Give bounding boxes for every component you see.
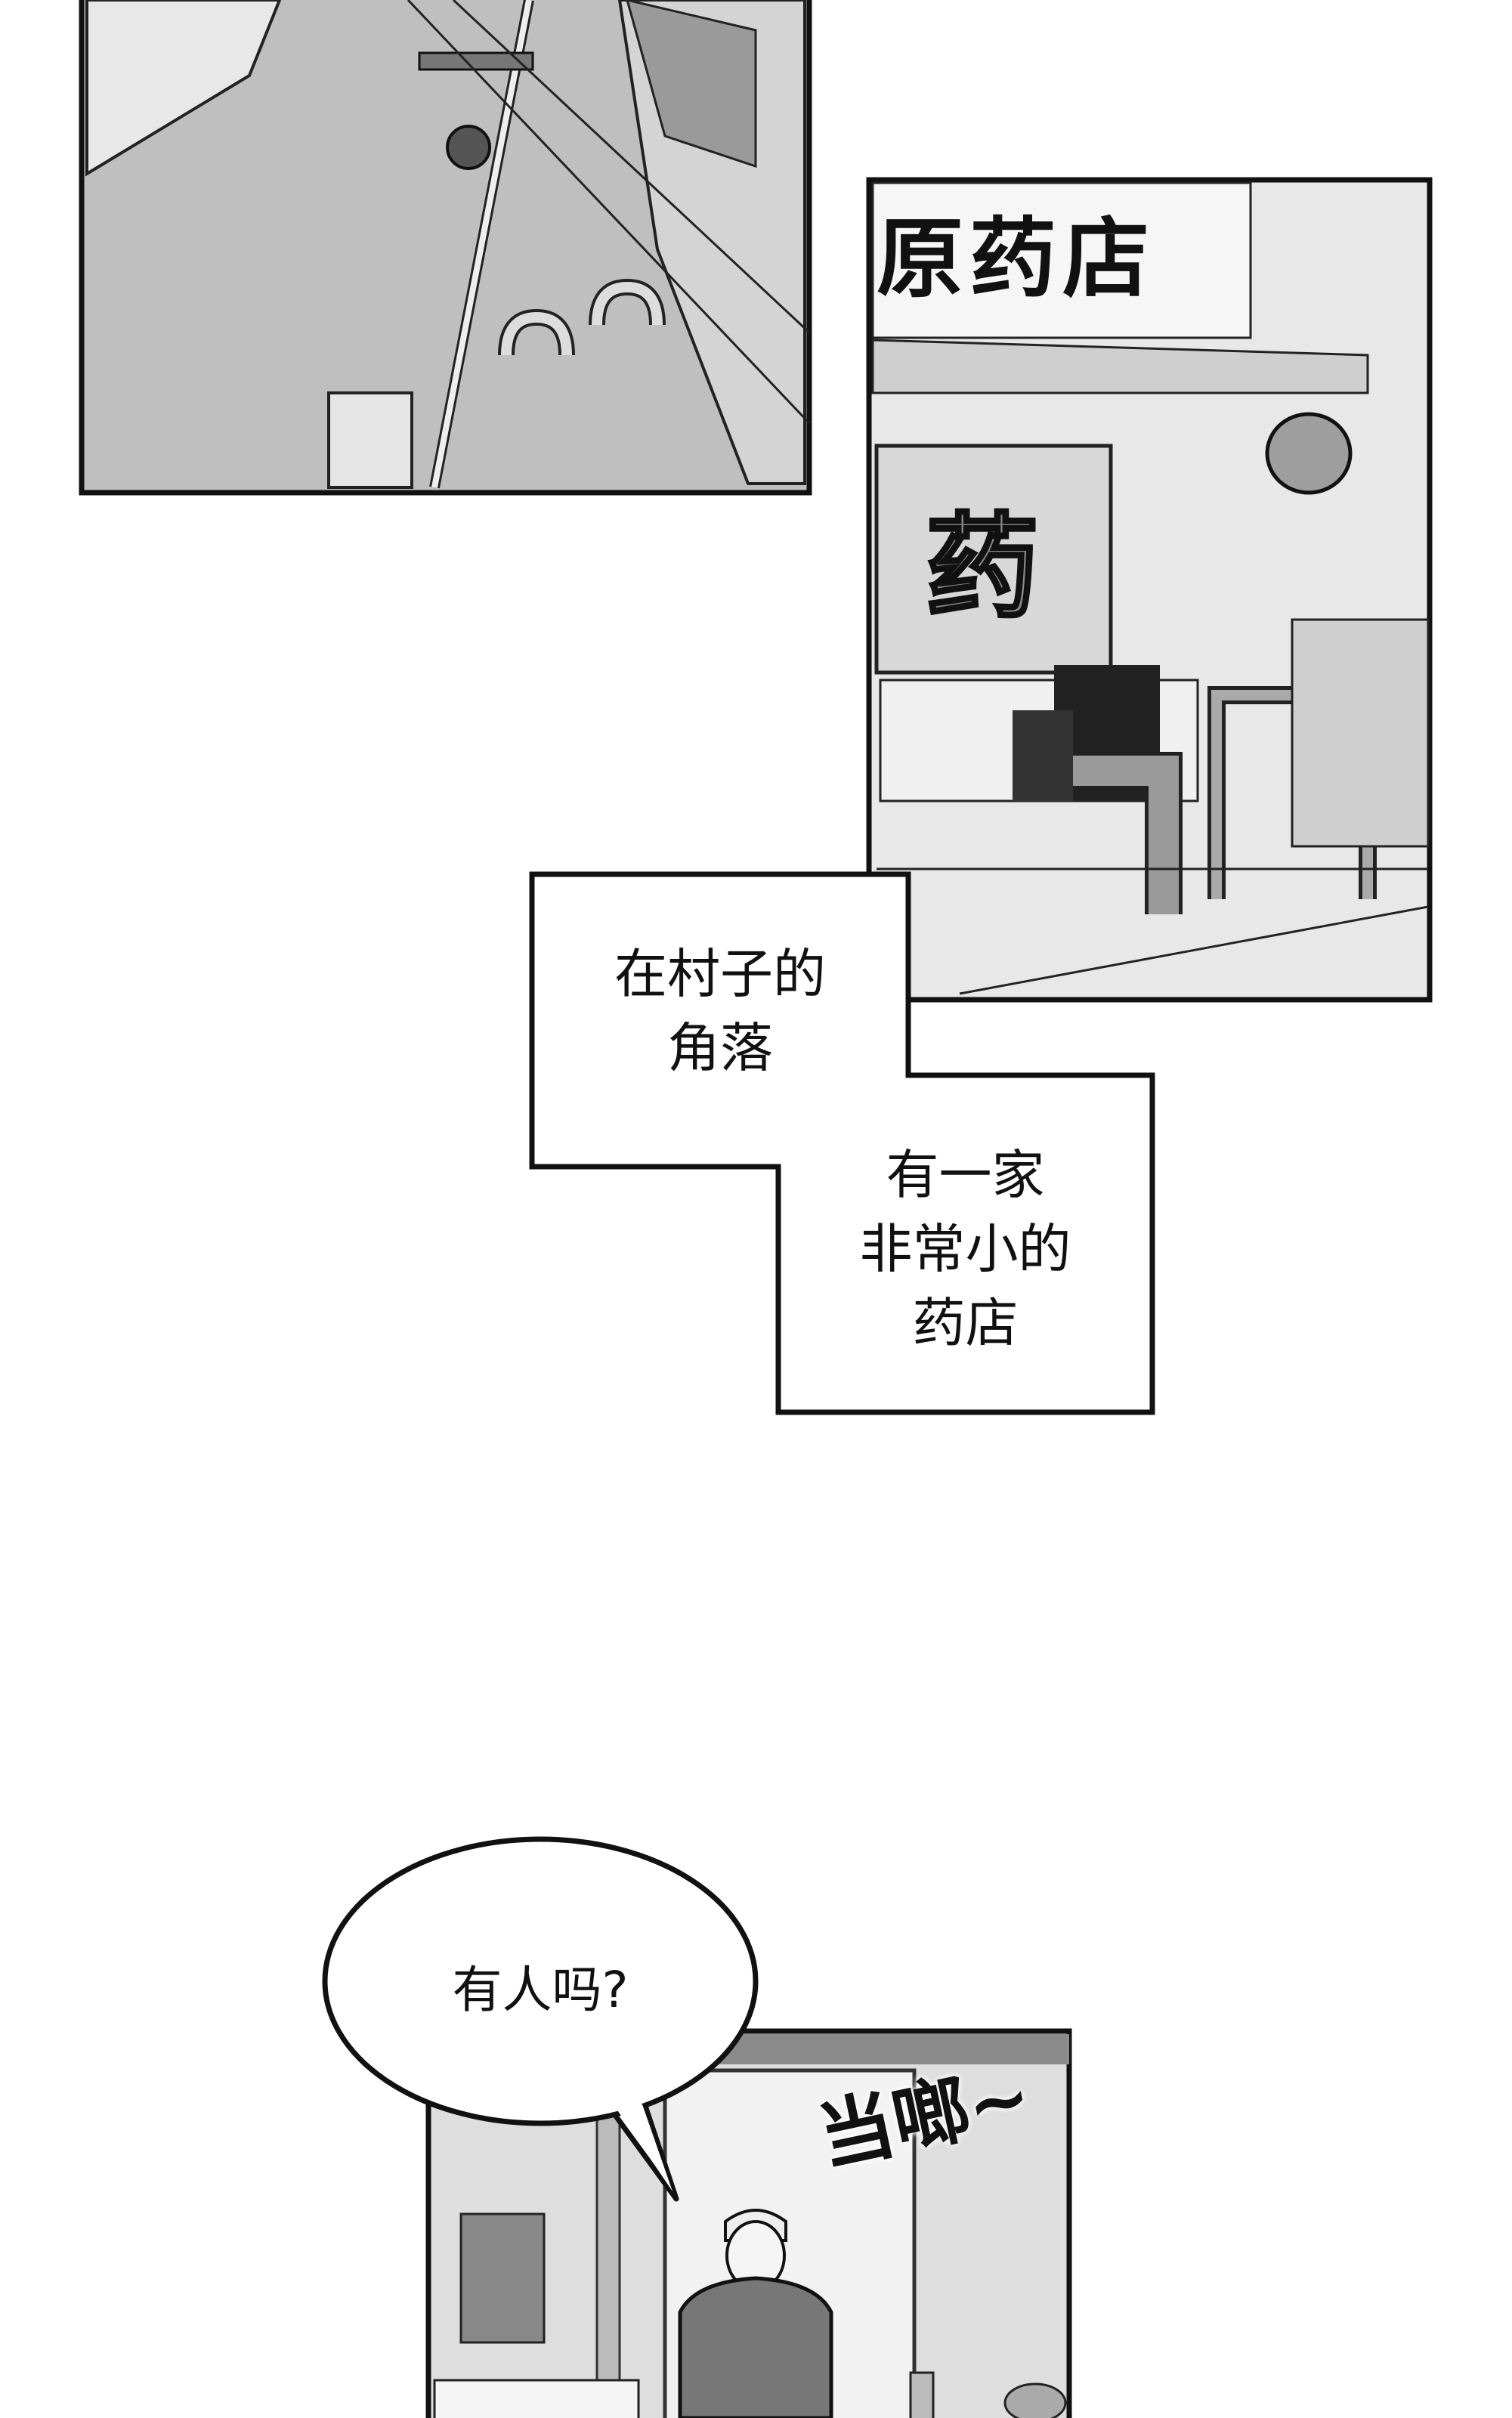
speech-bubble [322, 1836, 759, 2202]
caption-text-2: 有一家 非常小的 药店 [778, 1138, 1152, 1360]
panel-street-overhead [79, 0, 812, 496]
caption-2-line-1: 有一家 [886, 1144, 1045, 1206]
pharmacy-window-text: 药 [924, 501, 1040, 635]
caption-1-line-2: 角落 [667, 1017, 773, 1079]
caption-1-line-1: 在村子的 [614, 943, 826, 1005]
caption-2-line-3: 药店 [912, 1292, 1019, 1354]
caption-box [529, 871, 1155, 1415]
caption-2-line-2: 非常小的 [859, 1218, 1071, 1280]
speech-bubble-text: 有人吗? [452, 1961, 629, 2019]
panel-pharmacy-front [866, 177, 1433, 1003]
pharmacy-sign-text: 原药店 [877, 209, 1156, 310]
caption-text-1: 在村子的 角落 [532, 937, 908, 1085]
